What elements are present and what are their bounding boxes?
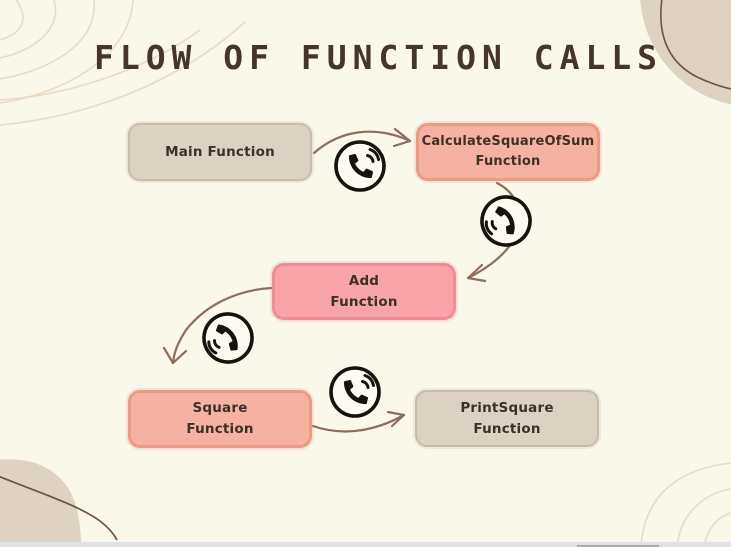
bottom-edge-strip bbox=[0, 542, 731, 547]
contour-lines-bottom-right bbox=[640, 462, 731, 547]
page-title: FLOW OF FUNCTION CALLS bbox=[93, 38, 664, 77]
phone-call-icon bbox=[471, 186, 541, 256]
node-label-line: Function bbox=[475, 154, 541, 169]
node-label-line: Add bbox=[348, 272, 380, 289]
node-label-line: Square bbox=[192, 400, 248, 417]
node-print-square-function[interactable]: PrintSquare Function bbox=[415, 390, 599, 447]
node-label-line: PrintSquare bbox=[460, 399, 554, 416]
node-label-line: Function bbox=[330, 293, 398, 310]
node-main-function[interactable]: Main Function bbox=[128, 123, 312, 181]
node-label-line: Main Function bbox=[165, 143, 275, 160]
node-square-function[interactable]: Square Function bbox=[128, 390, 312, 448]
bottom-edge-scrollbar-fragment bbox=[577, 544, 659, 547]
node-add-function[interactable]: Add Function bbox=[272, 263, 456, 320]
node-label-line: CalculateSquareOfSum bbox=[421, 133, 595, 149]
phone-call-icon bbox=[196, 306, 259, 369]
phone-call-icon bbox=[327, 364, 383, 420]
node-label-line: Function bbox=[473, 420, 541, 437]
node-calculate-square-of-sum-function[interactable]: CalculateSquareOfSum Function bbox=[416, 123, 600, 181]
blob-bottom-left bbox=[0, 459, 81, 547]
phone-call-icon bbox=[332, 138, 388, 194]
node-label-line: Function bbox=[186, 421, 254, 437]
blob-outline-curve-bottom-left bbox=[0, 475, 118, 541]
